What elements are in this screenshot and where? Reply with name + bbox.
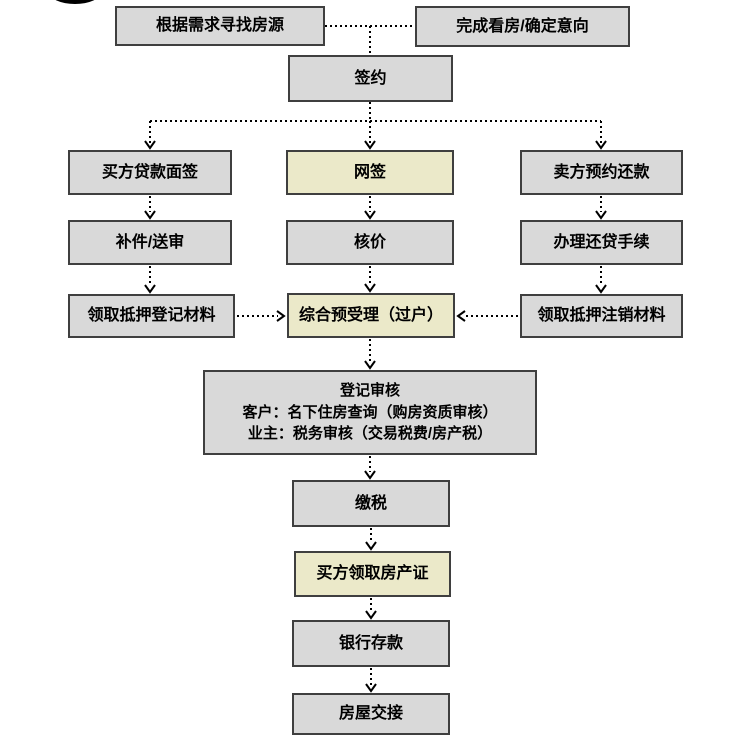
node-price-verification: 核价	[286, 220, 454, 265]
node-online-sign: 网签	[286, 150, 454, 195]
node-buyer-loan-interview: 买方贷款面签	[68, 150, 232, 195]
arrowhead-down	[144, 140, 156, 150]
node-mortgage-cancellation-materials: 领取抵押注销材料	[520, 294, 683, 338]
arrowhead-down	[364, 210, 376, 220]
node-combined-preacceptance: 综合预受理（过户）	[287, 293, 455, 338]
node-mortgage-registration-materials: 领取抵押登记材料	[68, 294, 235, 338]
node-buyer-get-certificate: 买方领取房产证	[294, 551, 451, 597]
registration-review-title: 登记审核	[339, 381, 400, 399]
arrowhead-down	[365, 683, 377, 693]
node-registration-review: 登记审核 客户：名下住房查询（购房资质审核） 业主：税务审核（交易税费/房产税）	[203, 370, 537, 455]
cropped-bullet-icon	[55, 0, 95, 4]
node-confirm-intent: 完成看房/确定意向	[415, 6, 630, 47]
node-find-listing: 根据需求寻找房源	[115, 6, 325, 46]
arrowhead-left	[456, 310, 466, 322]
arrowhead-down	[365, 610, 377, 620]
node-bank-deposit: 银行存款	[292, 620, 450, 667]
registration-review-seller-line: 业主：税务审核（交易税费/房产税）	[247, 425, 493, 443]
node-house-handover: 房屋交接	[292, 693, 450, 735]
arrowhead-down	[364, 470, 376, 480]
node-sign-contract: 签约	[288, 55, 453, 102]
arrowhead-down	[144, 284, 156, 294]
arrowhead-down	[364, 140, 376, 150]
arrowhead-down	[595, 140, 607, 150]
arrowhead-down	[595, 284, 607, 294]
arrowhead-down	[144, 210, 156, 220]
node-loan-repayment-procedure: 办理还贷手续	[520, 220, 683, 265]
registration-review-buyer-line: 客户：名下住房查询（购房资质审核）	[242, 403, 498, 421]
node-pay-tax: 缴税	[292, 480, 450, 527]
arrowhead-right	[276, 310, 286, 322]
arrowhead-down	[364, 360, 376, 370]
arrowhead-down	[365, 541, 377, 551]
arrowhead-down	[364, 283, 376, 293]
node-seller-repay-appointment: 卖方预约还款	[520, 150, 683, 195]
arrowhead-down	[595, 210, 607, 220]
node-supplement-review: 补件/送审	[68, 220, 232, 265]
